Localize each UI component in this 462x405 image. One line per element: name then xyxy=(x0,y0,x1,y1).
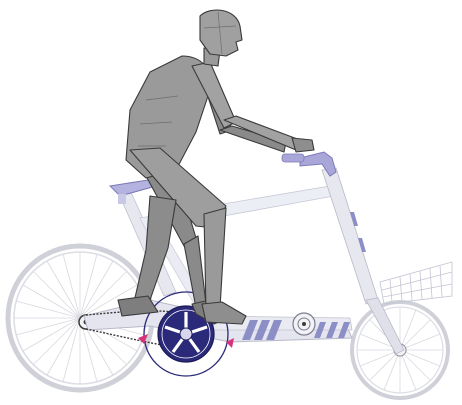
rider-hand xyxy=(292,138,314,152)
rider-foot xyxy=(202,302,246,324)
front-rack xyxy=(380,262,452,304)
idler-pulley xyxy=(293,313,315,335)
rider-shin xyxy=(204,208,226,310)
bike-frame xyxy=(84,168,452,354)
rider-head xyxy=(200,10,242,56)
handlebar xyxy=(282,152,336,176)
rider-figure xyxy=(118,10,314,324)
